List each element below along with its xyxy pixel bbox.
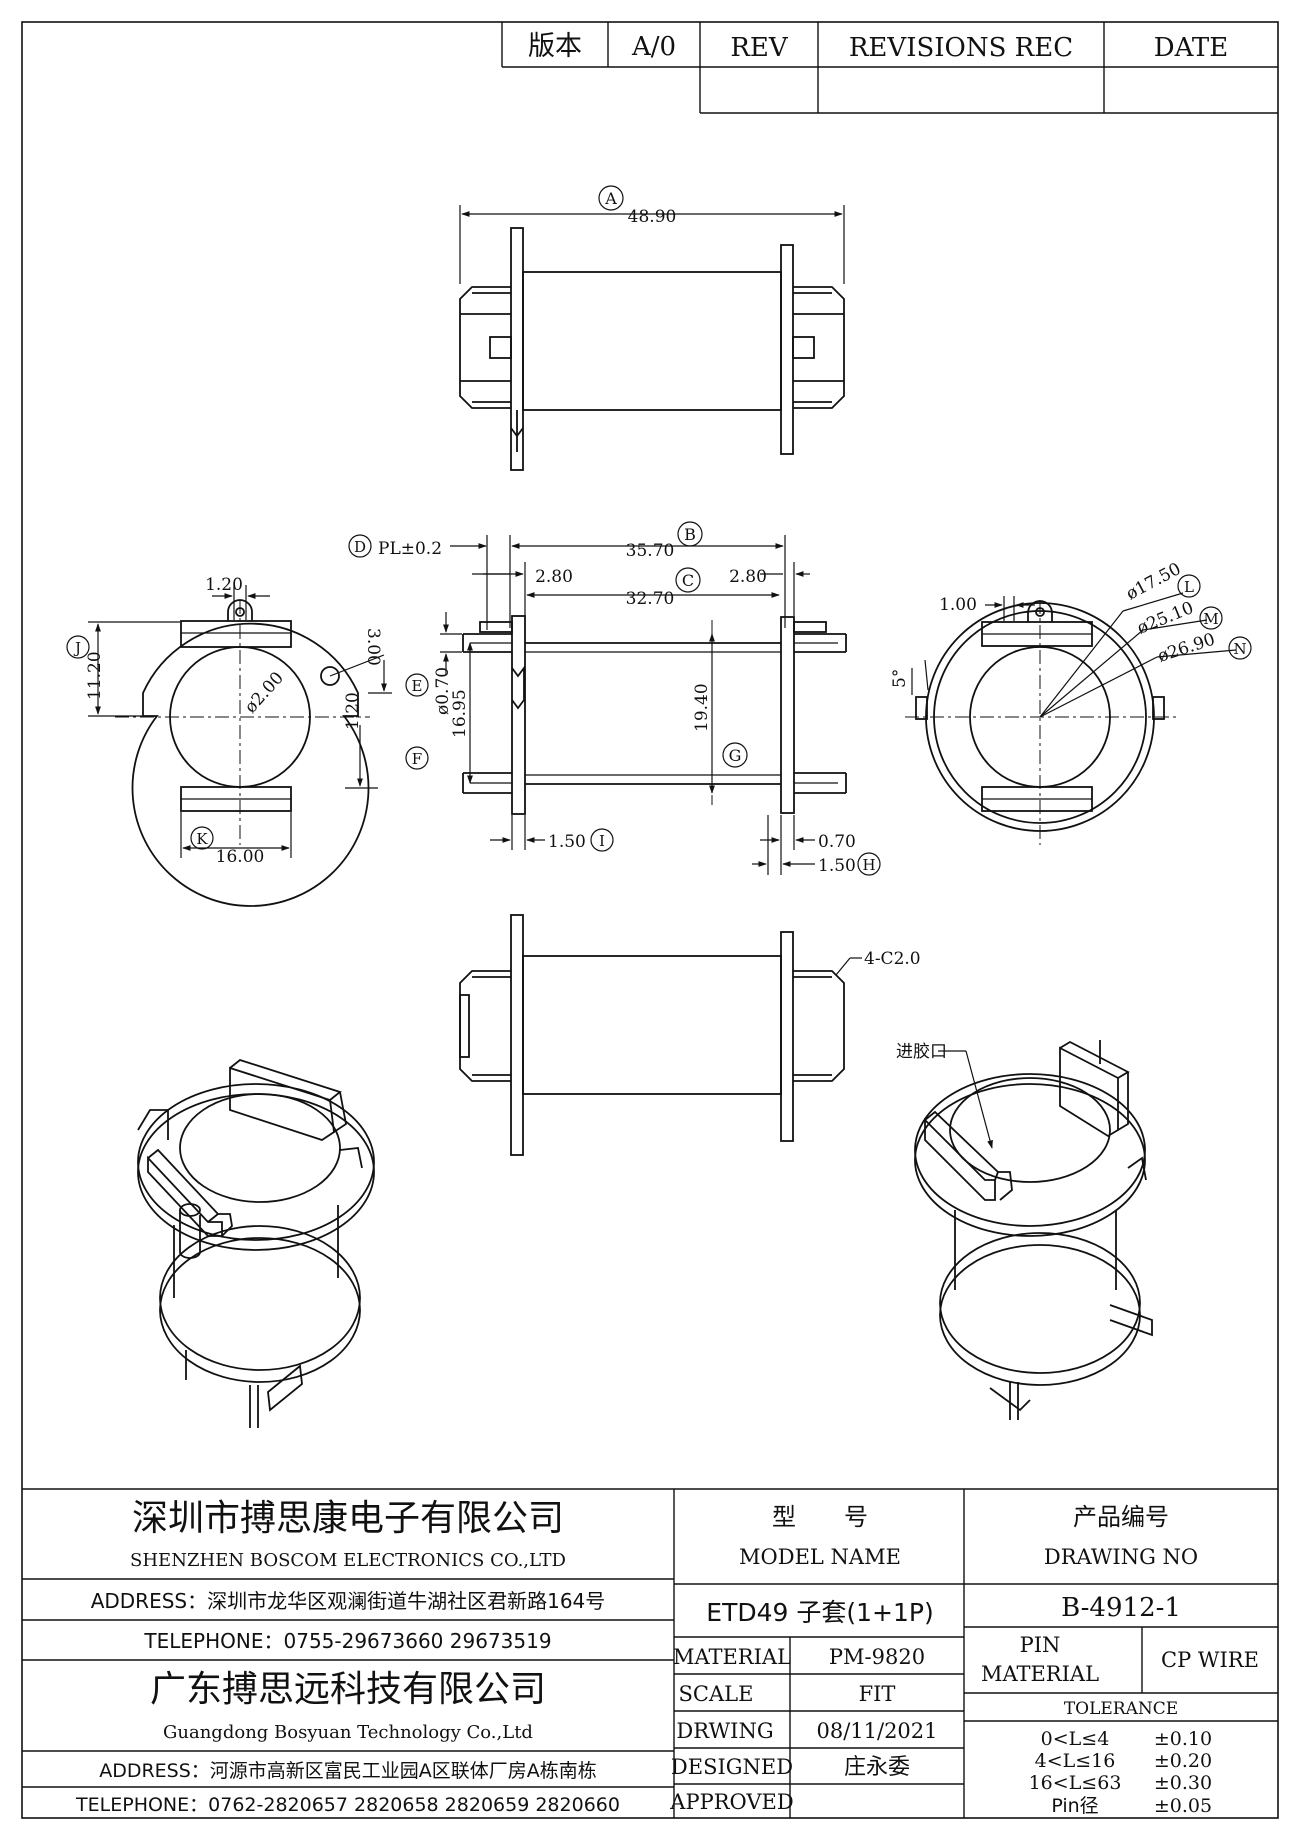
- dim-lower-slot: 1.20: [343, 692, 363, 730]
- dim-D-value: PL±0.2: [378, 539, 442, 559]
- dim-M-value: ø25.10: [1134, 598, 1196, 639]
- dim-H-value: 1.50: [818, 856, 856, 876]
- tolerance-range-3: 16<L≤63: [1029, 1772, 1122, 1794]
- dim-K-value: 16.00: [216, 847, 265, 867]
- drawing-date-label: DRWING: [676, 1719, 773, 1743]
- drawing-date-value: 08/11/2021: [816, 1719, 937, 1743]
- drawing-en-label: DRAWING NO: [1044, 1545, 1198, 1569]
- dim-pin-width-value: 0.70: [818, 832, 856, 852]
- dim-J-value: 11.20: [85, 651, 105, 700]
- company-en-2: Guangdong Bosyuan Technology Co.,Ltd: [163, 1722, 533, 1743]
- dim-C-value: 32.70: [626, 589, 675, 609]
- drawing-value: B-4912-1: [1061, 1593, 1181, 1623]
- marker-A: A: [604, 189, 617, 208]
- pin-material-value: CP WIRE: [1161, 1648, 1259, 1672]
- address-2: ADDRESS：河源市高新区富民工业园A区联体厂房A栋南栋: [99, 1760, 597, 1782]
- marker-N: N: [1233, 640, 1246, 658]
- dim-left-flange-gap: 2.80: [535, 567, 573, 587]
- version-label: 版本: [528, 31, 582, 62]
- sheet-border: [21, 21, 1279, 1819]
- approved-label: APPROVED: [669, 1790, 793, 1814]
- tolerance-range-2: 4<L≤16: [1035, 1750, 1116, 1772]
- drawing-cn-label: 产品编号: [1073, 1503, 1169, 1531]
- gate-note: 进胶口: [896, 1042, 947, 1062]
- marker-K: K: [196, 830, 208, 848]
- left-end-view-dimensions: [66, 585, 392, 858]
- chamfer-leader: [835, 957, 862, 976]
- tolerance-value-4: ±0.05: [1154, 1795, 1212, 1817]
- front-view-dimensions: [348, 521, 881, 876]
- material-value: PM-9820: [829, 1645, 925, 1669]
- marker-J: J: [73, 639, 81, 657]
- pin-material-label-1: PIN: [1020, 1633, 1061, 1657]
- marker-M: M: [1203, 610, 1218, 628]
- marker-C: C: [682, 571, 694, 590]
- tolerance-label: TOLERANCE: [1064, 1699, 1178, 1719]
- company-cn-2: 广东搏思远科技有限公司: [150, 1669, 546, 1710]
- model-cn-label: 型 号: [772, 1503, 868, 1531]
- marker-G: G: [729, 746, 742, 765]
- dim-slot-width-left: 1.20: [205, 575, 243, 595]
- company-en-1: SHENZHEN BOSCOM ELECTRONICS CO.,LTD: [130, 1550, 566, 1571]
- dim-A: [459, 185, 845, 284]
- marker-L: L: [1184, 578, 1194, 596]
- isometric-view-left: [137, 1058, 375, 1428]
- marker-H: H: [862, 856, 875, 874]
- pin-material-label-2: MATERIAL: [981, 1662, 1099, 1686]
- dim-G-value: 19.40: [692, 683, 712, 732]
- revisions-header: REVISIONS REC: [849, 33, 1073, 63]
- tolerance-range-4: Pin径: [1051, 1795, 1098, 1817]
- dim-right-flange-gap: 2.80: [729, 567, 767, 587]
- telephone-1: TELEPHONE：0755-29673660 29673519: [143, 1629, 551, 1653]
- top-view: [459, 227, 845, 471]
- marker-E: E: [412, 677, 423, 695]
- dim-N-value: ø26.90: [1155, 630, 1217, 667]
- marker-D: D: [354, 538, 366, 556]
- tolerance-value-2: ±0.20: [1154, 1750, 1212, 1772]
- date-header: DATE: [1154, 33, 1229, 63]
- right-end-view-centerlines: [905, 600, 1180, 845]
- tolerance-value-3: ±0.30: [1154, 1772, 1212, 1794]
- rev-header: REV: [730, 33, 789, 63]
- model-value: ETD49 子套(1+1P): [706, 1598, 933, 1627]
- isometric-view-right: [914, 1040, 1153, 1420]
- dim-right-slot: 1.00: [939, 595, 977, 615]
- dim-B-value: 35.70: [626, 541, 675, 561]
- material-label: MATERIAL: [673, 1645, 791, 1669]
- dim-I-value: 1.50: [548, 832, 586, 852]
- dim-E-value: ø0.70: [433, 667, 453, 715]
- address-1: ADDRESS：深圳市龙华区观澜街道牛湖社区君新路164号: [91, 1589, 606, 1613]
- marker-B: B: [684, 525, 696, 544]
- marker-F: F: [412, 750, 422, 768]
- left-end-view-centerlines: [115, 600, 370, 845]
- dim-angle: 5°: [890, 669, 910, 688]
- dim-A-value: 48.90: [628, 207, 677, 227]
- company-cn-1: 深圳市搏思康电子有限公司: [132, 1498, 564, 1539]
- dim-slot-depth: 3.00: [363, 628, 383, 666]
- scale-label: SCALE: [679, 1682, 754, 1706]
- title-block: [22, 1488, 1278, 1818]
- scale-value: FIT: [859, 1682, 896, 1706]
- dim-F-value: 16.95: [450, 689, 470, 738]
- front-view: [462, 615, 847, 815]
- marker-I: I: [599, 832, 605, 850]
- telephone-2: TELEPHONE：0762-2820657 2820658 2820659 2…: [75, 1794, 620, 1816]
- right-end-view-dimensions: [911, 574, 1252, 718]
- gate-leader: [938, 1050, 993, 1149]
- dim-pin-hole: ø2.00: [241, 668, 288, 717]
- bottom-view: [459, 914, 845, 1156]
- tolerance-range-1: 0<L≤4: [1041, 1728, 1110, 1750]
- model-en-label: MODEL NAME: [739, 1545, 901, 1569]
- dim-L-value: ø17.50: [1123, 559, 1184, 604]
- designed-value: 庄永委: [844, 1755, 910, 1780]
- version-value: A/0: [631, 32, 676, 62]
- revision-block: [501, 22, 1278, 114]
- designed-label: DESIGNED: [671, 1755, 793, 1779]
- tolerance-value-1: ±0.10: [1154, 1728, 1212, 1750]
- dim-chamfer: 4-C2.0: [864, 949, 921, 969]
